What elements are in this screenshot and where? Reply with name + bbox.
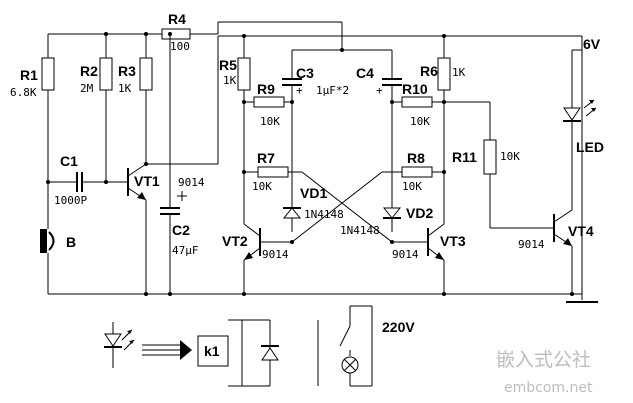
vt1-label: VT1 bbox=[134, 173, 160, 189]
watermark-cn: 嵌入式公社 bbox=[496, 349, 591, 371]
r5-label: R5 bbox=[219, 57, 237, 73]
r9-value: 10K bbox=[260, 115, 280, 128]
resistor-r6 bbox=[437, 36, 451, 224]
vt4-label: VT4 bbox=[568, 223, 594, 239]
microphone-label: B bbox=[66, 234, 76, 250]
r8-label: R8 bbox=[407, 150, 425, 166]
supply-label: 6V bbox=[583, 36, 601, 52]
diode-vd2 bbox=[382, 207, 402, 219]
resistor-r10 bbox=[392, 96, 444, 108]
r10-label: R10 bbox=[402, 81, 428, 97]
c2-label: C2 bbox=[172, 222, 190, 238]
c1-value: 1000P bbox=[54, 194, 87, 207]
r7-value: 10K bbox=[252, 180, 272, 193]
r1-label: R1 bbox=[20, 67, 38, 83]
r6-label: R6 bbox=[420, 63, 438, 79]
c2-value: 47μF bbox=[172, 244, 199, 257]
vt2-value: 9014 bbox=[262, 248, 289, 261]
transistor-vt2 bbox=[243, 223, 292, 294]
r7-label: R7 bbox=[257, 150, 275, 166]
resistor-r11 bbox=[444, 101, 554, 229]
optical-coupling-arrows bbox=[142, 340, 192, 360]
r4-label: R4 bbox=[168, 11, 186, 27]
capacitor-c1 bbox=[48, 172, 122, 192]
r6-value: 1K bbox=[452, 66, 466, 79]
resistor-r5 bbox=[237, 36, 251, 224]
r3-value: 1K bbox=[118, 82, 132, 95]
r11-label: R11 bbox=[452, 149, 477, 165]
transistor-vt3 bbox=[392, 223, 445, 294]
r11-value: 10K bbox=[500, 150, 520, 163]
vd1-label: VD1 bbox=[300, 185, 327, 201]
mains-load-circuit bbox=[317, 305, 373, 387]
output-led-symbol bbox=[104, 322, 135, 368]
watermark-url: embcom.net bbox=[504, 380, 593, 396]
resistor-r8 bbox=[291, 166, 444, 243]
r9-label: R9 bbox=[257, 81, 275, 97]
resistor-r3 bbox=[139, 34, 153, 164]
c1-label: C1 bbox=[60, 153, 78, 169]
r4-value: 100 bbox=[170, 40, 190, 53]
resistor-r7 bbox=[244, 166, 393, 243]
c4-label: C4 bbox=[356, 65, 374, 81]
capacitor-c2 bbox=[160, 34, 187, 294]
vd2-value: 1N4148 bbox=[340, 224, 380, 237]
resistor-r4 bbox=[161, 28, 191, 40]
transistor-vt1 bbox=[122, 163, 147, 294]
vt1-value: 9014 bbox=[178, 176, 205, 189]
vd2-label: VD2 bbox=[406, 205, 433, 221]
resistor-r9 bbox=[244, 96, 292, 108]
c3-label: C3 bbox=[296, 65, 314, 81]
r8-value: 10K bbox=[402, 180, 422, 193]
vt4-value: 9014 bbox=[518, 238, 545, 251]
resistor-r2 bbox=[99, 34, 113, 182]
ground-rail bbox=[48, 36, 598, 303]
led-label: LED bbox=[576, 139, 604, 155]
capacitor-c4 bbox=[342, 49, 402, 232]
led bbox=[563, 36, 597, 132]
vt3-label: VT3 bbox=[440, 233, 466, 249]
vd1-value: 1N4148 bbox=[304, 208, 344, 221]
r2-value: 2M bbox=[80, 82, 94, 95]
transistor-vt4 bbox=[553, 132, 573, 294]
r10-value: 10K bbox=[410, 115, 430, 128]
supply-rail bbox=[48, 21, 582, 37]
r3-label: R3 bbox=[118, 63, 136, 79]
relay-k1 bbox=[197, 319, 279, 387]
r1-value: 6.8K bbox=[10, 86, 37, 99]
relay-label: k1 bbox=[204, 343, 220, 359]
mains-label: 220V bbox=[382, 319, 415, 335]
r2-label: R2 bbox=[80, 63, 98, 79]
vt3-value: 9014 bbox=[392, 248, 419, 261]
c3-c4-value: 1μF*2 bbox=[316, 84, 349, 97]
c3-plus: + bbox=[296, 84, 303, 97]
c4-plus: + bbox=[376, 84, 383, 97]
r5-value: 1K bbox=[223, 74, 237, 87]
resistor-r1 bbox=[41, 34, 55, 182]
diode-vd1 bbox=[282, 207, 302, 219]
vt2-label: VT2 bbox=[222, 233, 248, 249]
microphone-b bbox=[40, 182, 55, 294]
